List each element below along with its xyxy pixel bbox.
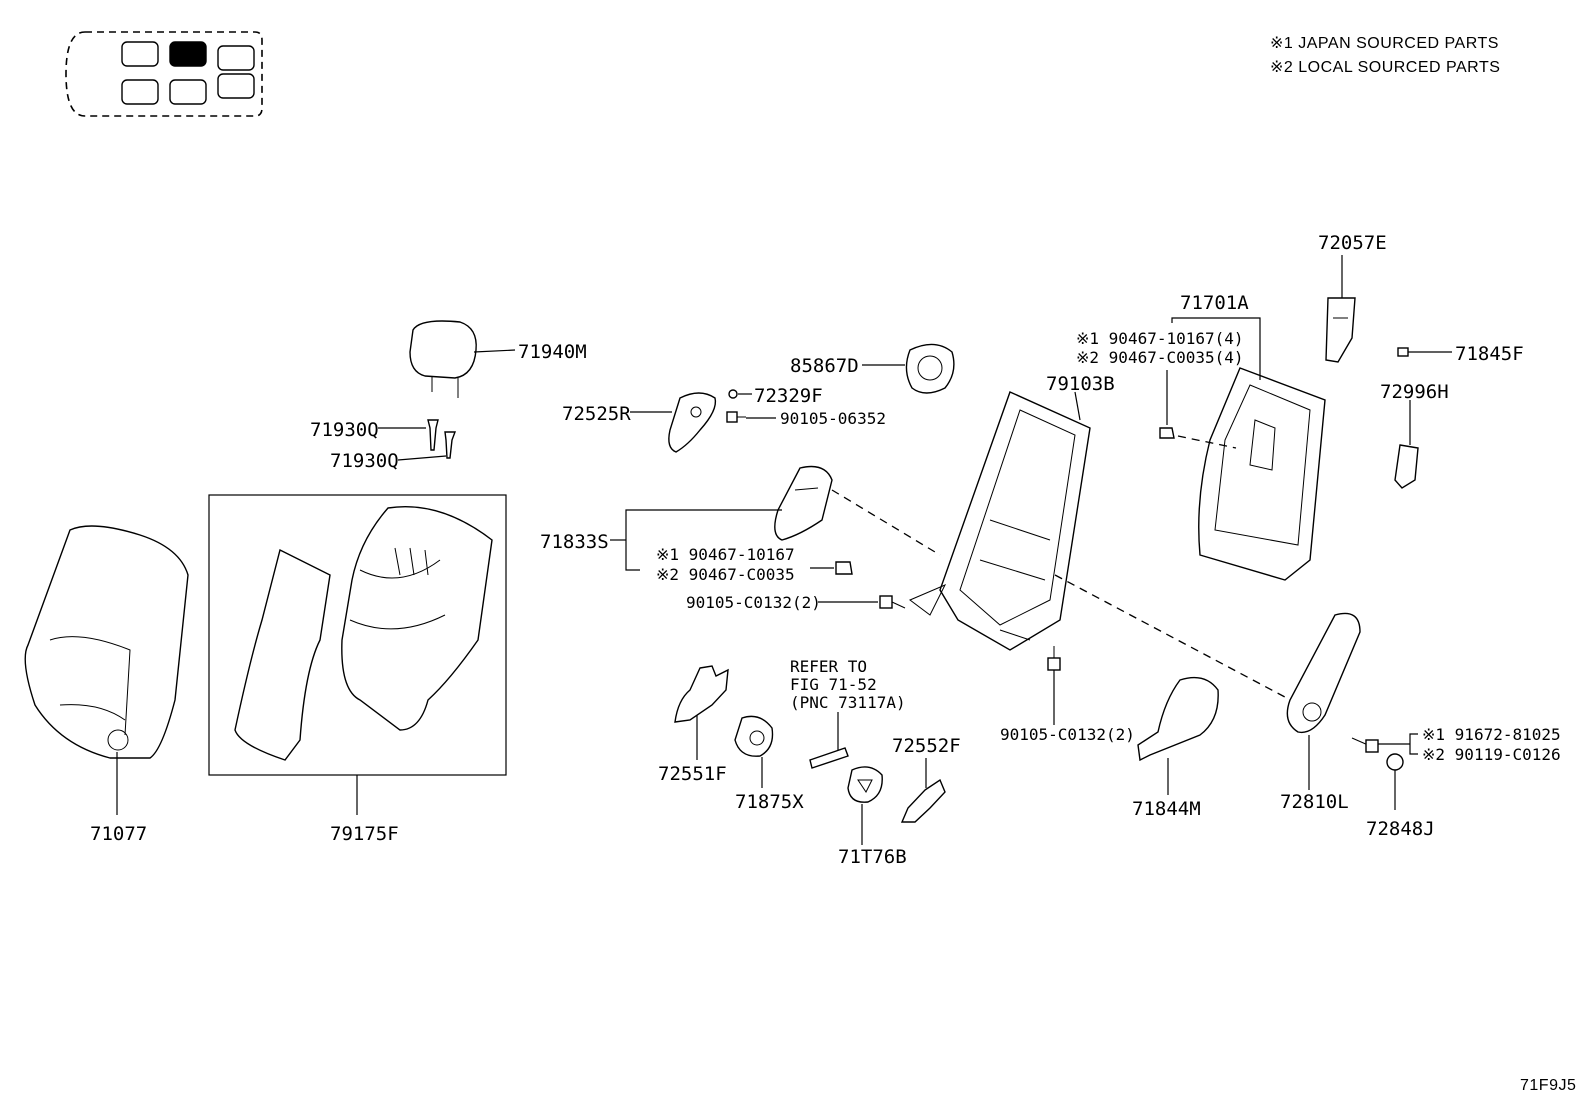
refer-note-line1: REFER TO [790, 657, 867, 676]
clip-90467-part[interactable] [1159, 427, 1175, 439]
label-85867D: 85867D [790, 355, 859, 377]
bolt-90105-C0132-b-part[interactable] [1047, 646, 1061, 671]
label-90105-C0132-b: 90105-C0132(2) [1000, 725, 1135, 744]
label-90467-C0035-4: ※2 90467-C0035(4) [1076, 348, 1244, 367]
label-71930Q-a: 71930Q [310, 419, 379, 441]
headrest-support-part[interactable] [427, 419, 457, 459]
label-72057E: 72057E [1318, 232, 1387, 254]
refer-note-line3: (PNC 73117A) [790, 693, 906, 712]
bolt-90105-C0132-a-part[interactable] [879, 595, 906, 609]
bracket-72057E-part[interactable] [1325, 297, 1356, 363]
cap-72848J-part[interactable] [1386, 753, 1404, 771]
label-71844M: 71844M [1132, 798, 1201, 820]
label-79175F: 79175F [330, 823, 399, 845]
clip-72329F-part[interactable] [728, 389, 738, 399]
label-91672-81025: ※1 91672-81025 [1422, 725, 1561, 744]
bracket-reference-part[interactable] [809, 747, 849, 769]
cover-72551F-part[interactable] [674, 665, 729, 723]
bolt-90105-06352-part[interactable] [726, 411, 746, 423]
label-72525R: 72525R [562, 403, 631, 425]
label-79103B: 79103B [1046, 373, 1115, 395]
label-71T76B: 71T76B [838, 846, 907, 868]
label-90467-10167: ※1 90467-10167 [656, 545, 795, 564]
clip-90467-small-part[interactable] [835, 561, 853, 575]
label-71701A: 71701A [1180, 292, 1249, 314]
figure-code: 71F9J5 [1520, 1077, 1576, 1094]
label-72848J: 72848J [1366, 818, 1435, 840]
legend-note-japan: ※1 JAPAN SOURCED PARTS [1270, 35, 1499, 52]
label-90119-C0126: ※2 90119-C0126 [1422, 745, 1561, 764]
knob-71T76B-part[interactable] [847, 766, 883, 803]
headrest-part[interactable] [409, 320, 477, 398]
seatback-board-part[interactable] [1198, 367, 1326, 581]
label-71875X: 71875X [735, 791, 804, 813]
bracket-72996H-part[interactable] [1394, 444, 1419, 489]
label-90105-C0132-a: 90105-C0132(2) [686, 593, 821, 612]
hinge-cover-71833S-part[interactable] [774, 465, 833, 541]
label-71845F: 71845F [1455, 343, 1524, 365]
seat-cover-assembly-part[interactable] [234, 505, 493, 761]
label-90467-10167-4: ※1 90467-10167(4) [1076, 329, 1244, 348]
seat-position-locator-icon [65, 31, 263, 117]
label-72552F: 72552F [892, 735, 961, 757]
seatback-cover-part[interactable] [24, 525, 189, 759]
speaker-85867D-part[interactable] [905, 343, 955, 394]
armrest-72810L-part[interactable] [1286, 612, 1361, 734]
label-72551F: 72551F [658, 763, 727, 785]
bolt-91672-part[interactable] [1351, 737, 1379, 753]
label-90105-06352: 90105-06352 [780, 409, 886, 428]
knob-71875X-part[interactable] [734, 715, 774, 757]
label-72810L: 72810L [1280, 791, 1349, 813]
label-71833S: 71833S [540, 531, 609, 553]
label-71940M: 71940M [518, 341, 587, 363]
label-72329F: 72329F [754, 385, 823, 407]
seatback-frame-part[interactable] [909, 391, 1091, 651]
label-90467-C0035: ※2 90467-C0035 [656, 565, 795, 584]
cover-72552F-part[interactable] [900, 778, 946, 823]
label-72996H: 72996H [1380, 381, 1449, 403]
legend-note-local: ※2 LOCAL SOURCED PARTS [1270, 59, 1500, 76]
trim-cover-72525R-part[interactable] [668, 392, 717, 453]
label-71077: 71077 [90, 823, 147, 845]
refer-note-line2: FIG 71-52 [790, 675, 877, 694]
cover-71844M-part[interactable] [1137, 676, 1219, 762]
label-71930Q-b: 71930Q [330, 450, 399, 472]
pin-71845F-part[interactable] [1397, 347, 1409, 357]
